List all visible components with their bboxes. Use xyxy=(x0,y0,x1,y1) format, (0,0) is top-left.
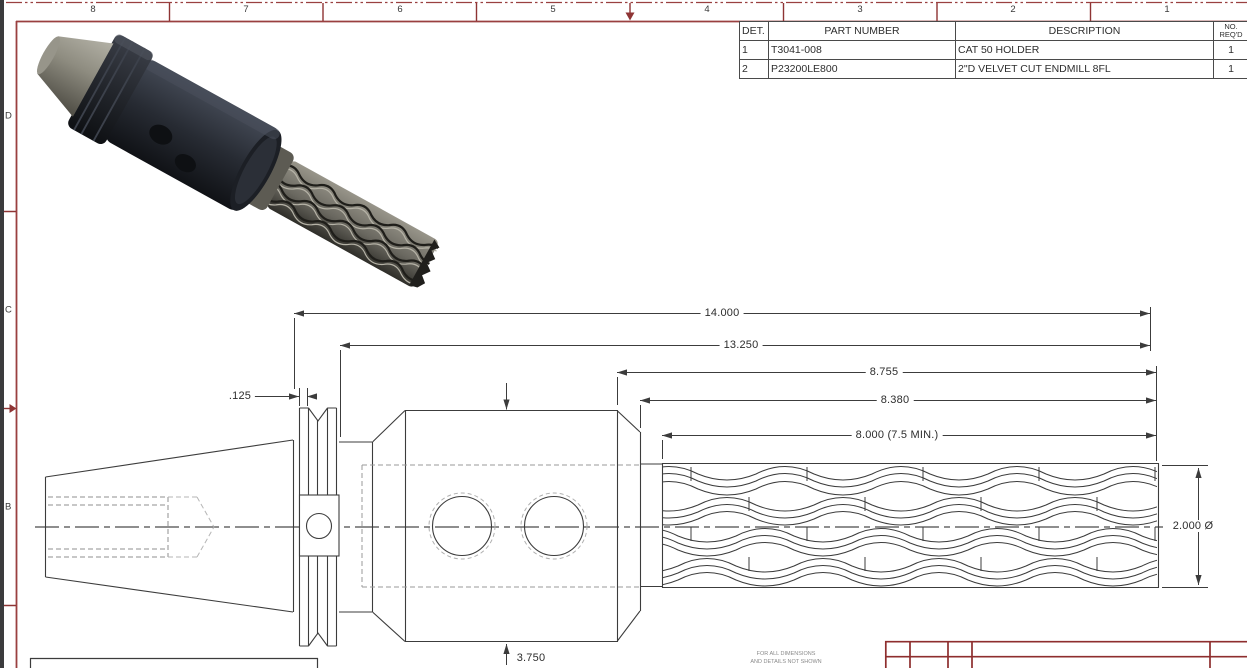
taper-shank-2d xyxy=(44,439,295,613)
render-flange xyxy=(68,34,153,145)
parts-header-no: NO. xyxy=(1224,22,1238,31)
table-row-2-part-number: P23200LE800 xyxy=(769,59,956,78)
endmill-flute-pattern xyxy=(663,466,1157,587)
zone-label-8: 8 xyxy=(90,4,96,15)
render-endmill xyxy=(265,161,442,290)
dim-flange-groove: .125 xyxy=(224,390,256,402)
render-3d-isometric xyxy=(36,34,442,290)
zone-label-7: 7 xyxy=(243,4,249,15)
notes-box xyxy=(29,657,319,668)
dimension-note: FOR ALL DIMENSIONS AND DETAILS NOT SHOWN xyxy=(750,650,821,666)
parts-header-det: DET. xyxy=(740,21,769,40)
parts-header-reqd: REQ'D xyxy=(1219,30,1243,39)
zone-label-4: 4 xyxy=(704,4,710,15)
center-arrow-left-icon xyxy=(9,404,17,413)
dimension-note-line1: FOR ALL DIMENSIONS xyxy=(756,651,816,657)
zone-label-2: 2 xyxy=(1010,4,1016,15)
dimension-note-line2: AND DETAILS NOT SHOWN xyxy=(750,659,822,665)
neck-2d xyxy=(339,441,374,613)
render-holder-body xyxy=(106,59,282,211)
zone-label-1: 1 xyxy=(1164,4,1170,15)
dim-length-8755: 8.755 xyxy=(865,366,903,378)
parts-header-no-reqd: NO. REQ'D xyxy=(1214,21,1247,40)
table-row-2-description: 2"D VELVET CUT ENDMILL 8FL xyxy=(956,59,1214,78)
table-row-2-det: 2 xyxy=(740,59,769,78)
parts-header-part-number: PART NUMBER xyxy=(769,21,956,40)
render-taper-shank xyxy=(36,36,114,117)
table-row-2-qty: 1 xyxy=(1214,59,1247,78)
parts-header-description: DESCRIPTION xyxy=(956,21,1214,40)
parts-table: DET. PART NUMBER DESCRIPTION NO. REQ'D 1… xyxy=(739,21,1247,79)
zone-label-3: 3 xyxy=(857,4,863,15)
dim-length-8380: 8.380 xyxy=(876,394,914,406)
dim-length-to-flange: 13.250 xyxy=(719,339,763,351)
zone-label-6: 6 xyxy=(397,4,403,15)
dim-cutter-diameter: 2.000 Ø xyxy=(1168,520,1218,532)
table-row-1-det: 1 xyxy=(740,40,769,59)
center-arrow-top-icon xyxy=(625,12,635,21)
dim-overall-length: 14.000 xyxy=(700,307,744,319)
dim-body-diameter: 3.750 xyxy=(512,652,550,664)
zone-label-d: D xyxy=(5,110,12,122)
revision-block xyxy=(884,640,1247,668)
holder-body-2d xyxy=(372,409,642,643)
zone-label-b: B xyxy=(5,501,12,513)
zone-tick-marks xyxy=(4,3,1092,607)
zone-label-c: C xyxy=(5,304,12,316)
taper-hidden-bore xyxy=(48,496,215,558)
body-hidden-bore xyxy=(361,464,640,588)
dim-flute-length: 8.000 (7.5 MIN.) xyxy=(851,429,943,441)
table-row-1-qty: 1 xyxy=(1214,40,1247,59)
table-row-1-description: CAT 50 HOLDER xyxy=(956,40,1214,59)
screen-edge-strip xyxy=(0,0,4,668)
zone-label-5: 5 xyxy=(550,4,556,15)
flange-2d xyxy=(298,407,340,647)
endmill-2d xyxy=(640,462,1160,589)
table-row-1-part-number: T3041-008 xyxy=(769,40,956,59)
